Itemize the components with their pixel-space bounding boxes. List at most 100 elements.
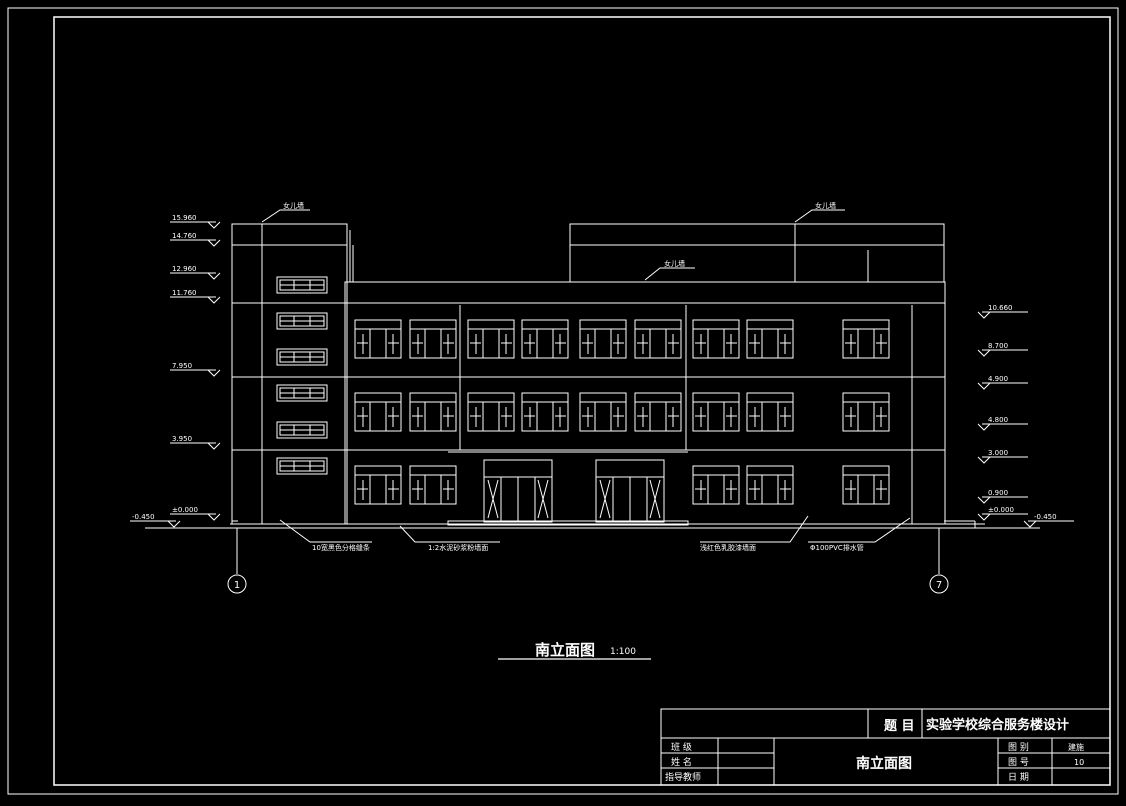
window	[634, 392, 682, 432]
axis-bubble-right	[929, 574, 949, 594]
elevation-marker: 11.760	[170, 289, 221, 304]
window	[409, 465, 457, 505]
axis-markers: 1 7	[227, 528, 949, 594]
stair-window	[276, 421, 328, 439]
entrance-doors	[483, 459, 665, 523]
sheet-name: 南立面图	[856, 755, 912, 772]
window-group	[276, 276, 890, 505]
elevation-value: 8.700	[988, 342, 1008, 350]
axis-bubble-left	[227, 574, 247, 594]
roof-block	[569, 223, 945, 283]
window	[354, 392, 402, 432]
elevation-value: -0.450	[132, 513, 155, 521]
elevation-value: 10.660	[988, 304, 1013, 312]
axis-label-left: 1	[234, 580, 240, 591]
axis-label-right: 7	[936, 580, 942, 591]
callout-bottom-1: 10宽黑色分格缝条	[312, 543, 370, 552]
elevation-marker: -0.450	[130, 513, 181, 528]
elevation-value: 15.960	[172, 214, 197, 222]
building-elevation	[145, 223, 1040, 529]
elevation-marker: -0.450	[1023, 513, 1074, 528]
elevation-markers-left: 15.960 14.760 12.960 11.760 7.950 3.950 ±0.000…	[130, 214, 221, 528]
window	[746, 465, 794, 505]
topic-label: 题 目	[884, 719, 915, 734]
elevation-marker: 4.800	[977, 416, 1028, 431]
elevation-value: 11.760	[172, 289, 197, 297]
stair-window	[276, 276, 328, 294]
window	[842, 319, 890, 359]
title-block	[660, 708, 1111, 786]
callout-labels: 女儿墙 女儿墙 女儿墙 10宽黑色分格缝条 1:2水泥砂浆粉墙面 浅红色乳胶漆墙…	[283, 201, 864, 552]
elevation-value: 7.950	[172, 362, 192, 370]
elevation-value: 14.760	[172, 232, 197, 240]
window	[467, 319, 515, 359]
elevation-value: -0.450	[1034, 513, 1057, 521]
window	[842, 392, 890, 432]
window	[521, 319, 569, 359]
elevation-marker: 12.960	[170, 265, 221, 280]
elevation-marker: ±0.000	[170, 506, 221, 521]
topic-value: 实验学校综合服务楼设计	[926, 717, 1069, 733]
window	[746, 392, 794, 432]
window	[409, 392, 457, 432]
window	[467, 392, 515, 432]
window	[579, 392, 627, 432]
callout-parapet-right: 女儿墙	[815, 201, 836, 210]
entrance-steps	[447, 520, 689, 526]
elevation-marker: 14.760	[170, 232, 221, 247]
window	[692, 392, 740, 432]
stair-window	[276, 384, 328, 402]
category-label: 图 别	[1008, 742, 1029, 753]
category-value: 建施	[1068, 742, 1084, 752]
outer-frame	[7, 7, 1119, 795]
elevation-value: 0.900	[988, 489, 1008, 497]
callout-bottom-2: 1:2水泥砂浆粉墙面	[428, 543, 488, 552]
elevation-marker: 3.000	[977, 449, 1028, 464]
elevation-value: 3.000	[988, 449, 1008, 457]
elevation-value: ±0.000	[988, 506, 1014, 514]
elevation-marker: 8.700	[977, 342, 1028, 357]
window	[692, 465, 740, 505]
window	[579, 319, 627, 359]
drawing-scale: 1:100	[610, 647, 636, 657]
elevation-value: 4.900	[988, 375, 1008, 383]
advisor-label: 指导教师	[665, 771, 701, 783]
callout-leaders	[261, 209, 911, 543]
elevation-marker: 3.950	[170, 435, 221, 450]
number-value: 10	[1074, 758, 1084, 767]
window	[354, 319, 402, 359]
callout-parapet-left: 女儿墙	[283, 201, 304, 210]
window	[409, 319, 457, 359]
elevation-marker: ±0.000	[977, 506, 1028, 521]
window	[692, 319, 740, 359]
main-block	[344, 281, 946, 525]
title-block-text: 题 目 实验学校综合服务楼设计 班 级 姓 名 指导教师 南立面图 图 别 建施…	[665, 717, 1084, 783]
stair-window	[276, 312, 328, 330]
drawing-title-text: 南立面图	[535, 641, 595, 659]
callout-parapet-mid: 女儿墙	[664, 259, 685, 268]
elevation-marker: 4.900	[977, 375, 1028, 390]
elevation-value: ±0.000	[172, 506, 198, 514]
elevation-markers-right: 10.660 8.700 4.900 4.800 3.000 0.900 ±0.000 -0.…	[977, 304, 1074, 528]
window	[842, 465, 890, 505]
window	[521, 392, 569, 432]
elevation-value: 12.960	[172, 265, 197, 273]
window	[746, 319, 794, 359]
elevation-marker: 7.950	[170, 362, 221, 377]
inner-frame	[53, 16, 1111, 786]
window	[354, 465, 402, 505]
elevation-marker: 10.660	[977, 304, 1028, 319]
callout-bottom-3: 浅红色乳胶漆墙面	[700, 543, 756, 552]
window	[634, 319, 682, 359]
elevation-marker: 0.900	[977, 489, 1028, 504]
class-label: 班 级	[671, 741, 692, 753]
callout-bottom-4: Φ100PVC排水管	[810, 543, 864, 552]
number-label: 图 号	[1008, 757, 1029, 768]
name-label: 姓 名	[671, 756, 692, 768]
drawing-title: 南立面图 1:100	[498, 641, 651, 660]
elevation-marker: 15.960	[170, 214, 221, 229]
date-label: 日 期	[1008, 772, 1029, 783]
stair-tower	[231, 223, 348, 525]
stair-window	[276, 348, 328, 366]
